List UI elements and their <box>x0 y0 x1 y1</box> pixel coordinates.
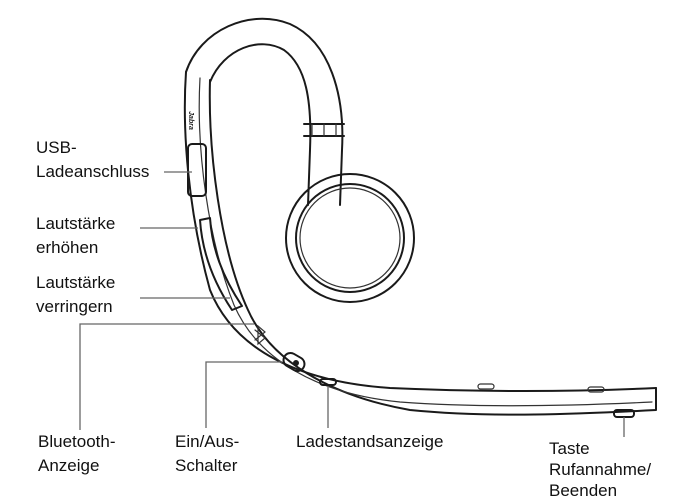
bluetooth-symbol <box>254 324 266 346</box>
label-usb-port: USB- Ladeanschluss <box>36 138 150 181</box>
label-power-switch: Ein/Aus- Schalter <box>175 432 240 475</box>
ear-hook <box>185 17 344 206</box>
speaker-pad <box>285 173 415 303</box>
leader-bluetooth <box>79 323 254 430</box>
battery-led <box>319 378 337 386</box>
label-bluetooth-indicator: Bluetooth- Anzeige <box>38 432 116 475</box>
usb-port <box>187 143 207 197</box>
leader-power <box>205 361 282 428</box>
label-volume-up: Lautstärke erhöhen <box>36 214 116 257</box>
headset-body <box>183 71 657 392</box>
brand-logo: Jabra <box>186 110 194 130</box>
power-switch <box>282 352 306 372</box>
volume-rocker <box>199 217 243 311</box>
label-volume-down: Lautstärke verringern <box>36 273 116 316</box>
ear-hook-inner <box>209 43 312 206</box>
label-call-button: Taste Rufannahme/ Beenden <box>549 439 652 500</box>
label-battery-indicator: Ladestandsanzeige <box>296 432 444 451</box>
headset-body-lower <box>208 79 657 416</box>
